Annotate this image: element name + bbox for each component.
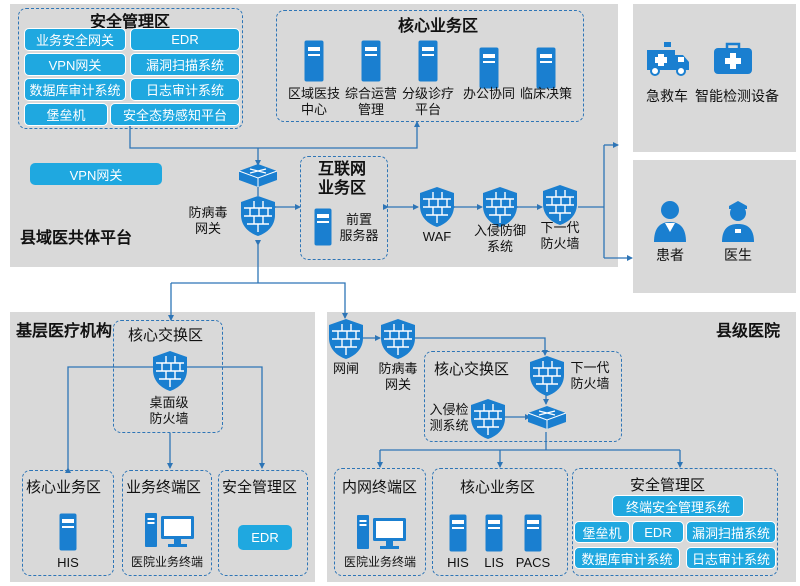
county-pacs-label: PACS [515,555,551,570]
core-item-operations[interactable]: 综合运营 管理 [344,86,397,117]
primary-security-zone-title: 安全管理区 [222,479,298,496]
ids-shield-icon [471,399,505,439]
server-icon [524,514,542,552]
ngfw-label: 下一代 防火墙 [540,220,580,251]
primary-terminal-label: 医院业务终端 [130,555,203,569]
patient-label: 患者 [656,247,684,263]
antivirus-gateway-label: 防病毒 网关 [188,205,228,236]
primary-core-zone-title: 核心业务区 [26,479,102,496]
county-chip-edr[interactable]: EDR [632,521,684,543]
security-chip-situation[interactable]: 安全态势感知平台 [110,103,240,126]
security-chip-biz-gateway[interactable]: 业务安全网关 [24,28,126,51]
county-terminal-label: 医院业务终端 [343,555,416,569]
internet-zone [300,156,388,260]
gatekeeper-label: 网闸 [332,361,359,376]
county-core-switch-zone [424,351,622,442]
smart-device-label: 智能检测设备 [695,88,779,104]
county-chip-bastion[interactable]: 堡垒机 [574,521,630,543]
core-item-office[interactable]: 办公协同 [462,86,515,101]
waf-shield-icon [420,187,454,227]
platform-title: 县域医共体平台 [20,230,133,247]
server-icon [479,47,499,89]
primary-edr-chip[interactable]: EDR [238,525,292,550]
county-core-zone [432,468,568,576]
doctor-label: 医生 [724,247,752,263]
medical-kit-icon [714,42,752,74]
core-item-tiered-care[interactable]: 分级诊疗 平台 [401,86,454,117]
county-ngfw-shield-icon [530,356,564,396]
workstation-icon [145,513,194,547]
switch-icon [527,406,567,429]
front-server-label: 前置 服务器 [339,212,379,243]
county-antivirus-label: 防病毒 网关 [378,361,418,392]
county-core-zone-title: 核心业务区 [460,479,536,496]
switch-icon [238,164,278,187]
ips-label: 入侵防御 系统 [473,223,526,254]
core-item-clinical[interactable]: 临床决策 [519,86,572,101]
primary-his-label: HIS [57,555,79,570]
desktop-firewall-icon [153,351,187,391]
primary-security-zone [218,470,308,576]
server-icon [449,514,467,552]
platform-security-zone-title: 安全管理区 [90,14,171,31]
server-icon [314,208,332,246]
county-core-switch-title: 核心交换区 [434,361,510,378]
security-chip-log-audit[interactable]: 日志审计系统 [130,78,240,101]
county-lis-label: LIS [484,555,504,570]
county-chip-endpoint-mgmt[interactable]: 终端安全管理系统 [612,495,744,517]
server-icon [418,40,438,82]
workstation-icon [357,515,406,549]
county-his-label: HIS [447,555,469,570]
security-chip-bastion[interactable]: 堡垒机 [24,103,108,126]
platform-core-zone-title: 核心业务区 [398,18,479,35]
county-security-zone-title: 安全管理区 [630,477,706,494]
platform-security-zone [18,8,243,129]
county-chip-vuln-scan[interactable]: 漏洞扫描系统 [686,521,776,543]
security-chip-vpn[interactable]: VPN网关 [24,53,126,76]
gatekeeper-shield-icon [329,319,363,359]
primary-terminal-zone [122,470,212,576]
external-devices-region [633,4,796,152]
server-icon [59,513,77,551]
doctor-icon [722,201,754,242]
county-antivirus-shield-icon [381,319,415,359]
primary-title: 基层医疗机构 [16,323,113,340]
desktop-firewall-label: 桌面级 防火墙 [149,395,189,426]
ambulance-label: 急救车 [646,88,688,104]
waf-label: WAF [422,229,452,244]
county-title: 县级医院 [716,323,781,340]
vpn-gateway-chip[interactable]: VPN网关 [30,163,162,185]
server-icon [361,40,381,82]
internet-zone-title: 互联网 业务区 [318,161,367,197]
server-icon [485,514,503,552]
patient-icon [654,201,686,242]
ids-label: 入侵检 测系统 [429,402,469,433]
server-icon [304,40,324,82]
security-chip-vuln-scan[interactable]: 漏洞扫描系统 [130,53,240,76]
ambulance-icon [647,42,689,76]
security-chip-db-audit[interactable]: 数据库审计系统 [24,78,126,101]
firewall-shield-icon [241,196,275,236]
intranet-zone-title: 内网终端区 [342,479,418,496]
primary-core-switch-title: 核心交换区 [128,327,204,344]
server-icon [536,47,556,89]
county-ngfw-label: 下一代 防火墙 [570,360,610,391]
security-chip-edr[interactable]: EDR [130,28,240,51]
primary-core-zone [22,470,114,576]
primary-terminal-zone-title: 业务终端区 [126,479,202,496]
primary-core-switch-zone [113,320,223,433]
ips-shield-icon [483,187,517,227]
intranet-terminal-zone [334,468,426,576]
ngfw-shield-icon [543,185,577,225]
core-item-regional-tech[interactable]: 区域医技 中心 [287,86,340,117]
county-security-zone [572,468,778,576]
platform-core-zone [276,10,584,122]
county-chip-db-audit[interactable]: 数据库审计系统 [574,547,680,569]
county-chip-log-audit[interactable]: 日志审计系统 [686,547,776,569]
